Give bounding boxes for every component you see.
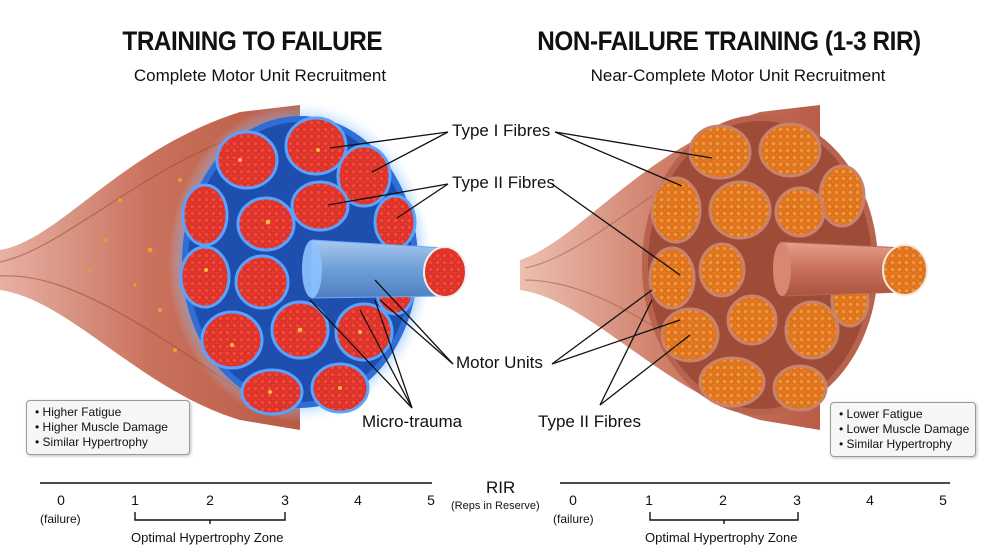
rir-scale-lines [40,482,950,524]
right-tick-1: 1 [645,492,653,508]
left-failure-label: (failure) [40,512,81,526]
failure-effect-fatigue: • Higher Fatigue [35,405,122,419]
rir-label: RIR [486,478,516,497]
right-tick-0: 0 [569,492,577,508]
non-failure-effect-damage: • Lower Muscle Damage [839,422,970,436]
right-failure-label: (failure) [553,512,594,526]
non-failure-muscle-illustration [520,105,928,430]
type-ii-fibres-bottom-label: Type II Fibres [538,412,641,431]
right-tick-3: 3 [793,492,801,508]
non-failure-effects-box: • Lower Fatigue • Lower Muscle Damage • … [830,402,976,457]
failure-effects-box: • Higher Fatigue • Higher Muscle Damage … [26,400,190,455]
type-i-fibres-label: Type I Fibres [452,121,551,140]
left-tick-3: 3 [281,492,289,508]
right-tick-2: 2 [719,492,727,508]
micro-trauma-label: Micro-trauma [362,412,463,431]
left-zone-label: Optimal Hypertrophy Zone [131,530,284,545]
motor-units-label: Motor Units [456,353,543,372]
failure-muscle-illustration [0,102,467,430]
leader-lines [309,131,713,409]
right-zone-label: Optimal Hypertrophy Zone [645,530,798,545]
left-title: TRAINING TO FAILURE [122,26,383,56]
left-subtitle: Complete Motor Unit Recruitment [133,66,387,85]
left-tick-4: 4 [354,492,362,508]
type-ii-fibres-label: Type II Fibres [452,173,555,192]
rir-full-label: (Reps in Reserve) [451,500,540,512]
failure-effect-damage: • Higher Muscle Damage [35,420,168,434]
non-failure-effect-fatigue: • Lower Fatigue [839,407,923,421]
left-tick-5: 5 [427,492,435,508]
failure-effect-hypertrophy: • Similar Hypertrophy [35,435,148,449]
left-tick-2: 2 [206,492,214,508]
right-subtitle: Near-Complete Motor Unit Recruitment [590,66,886,85]
left-tick-1: 1 [131,492,139,508]
right-tick-4: 4 [866,492,874,508]
left-tick-0: 0 [57,492,65,508]
non-failure-effect-hypertrophy: • Similar Hypertrophy [839,437,952,451]
right-tick-5: 5 [939,492,947,508]
right-title: NON-FAILURE TRAINING (1-3 RIR) [537,26,921,56]
